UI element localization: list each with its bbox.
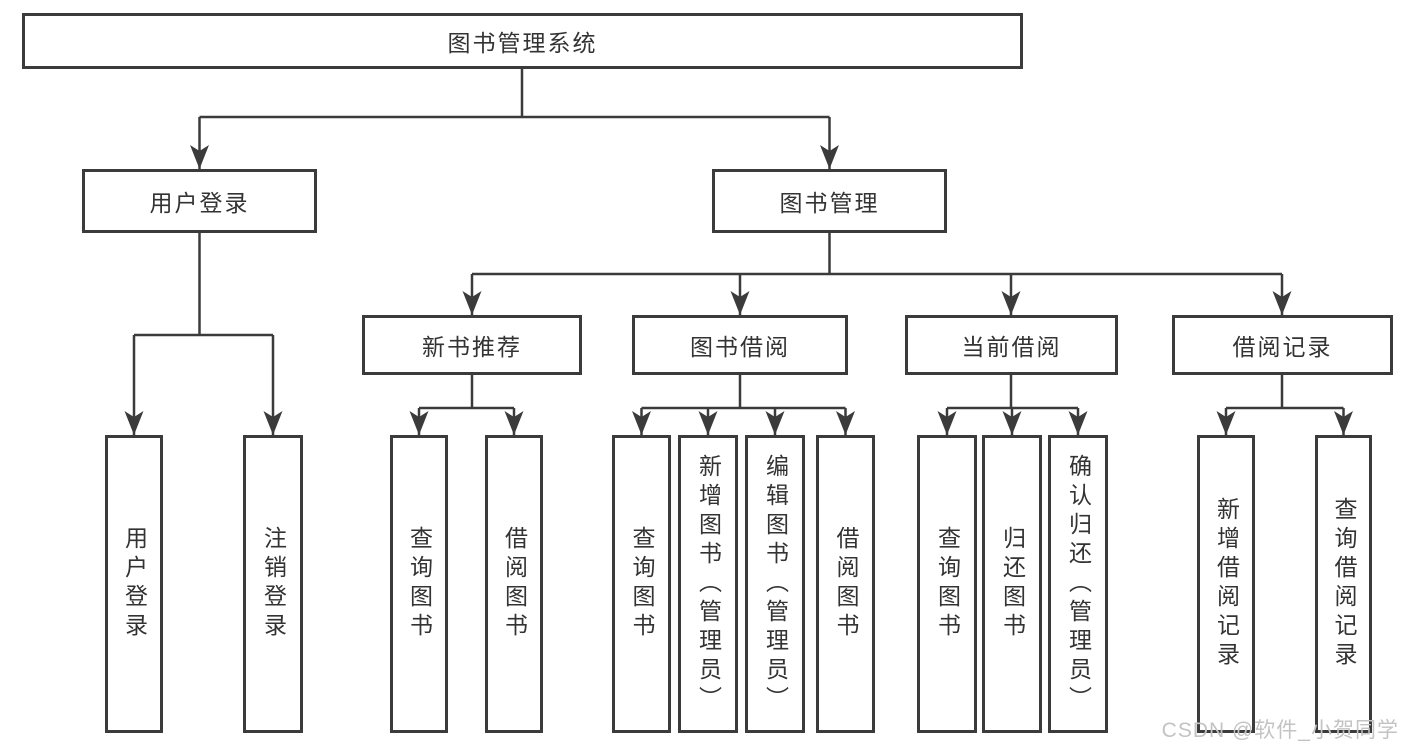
leaf-query-books: 查询图书 <box>917 435 977 733</box>
leaf-confirm-return-admin: 确认归还（管理员） <box>1048 435 1108 733</box>
leaf-add-borrow-record: 新增借阅记录 <box>1197 435 1255 733</box>
leaf-borrow-books: 借阅图书 <box>485 435 543 733</box>
leaf-edit-book-admin: 编辑图书（管理员） <box>745 435 805 733</box>
node-new-book-recommendation: 新书推荐 <box>362 315 582 375</box>
leaf-borrow-books: 借阅图书 <box>816 435 875 733</box>
leaf-return-books: 归还图书 <box>982 435 1042 733</box>
leaf-query-books: 查询图书 <box>390 435 448 733</box>
leaf-query-borrow-record: 查询借阅记录 <box>1315 435 1372 733</box>
node-book-management: 图书管理 <box>712 169 947 233</box>
node-user-login: 用户登录 <box>82 169 317 233</box>
node-book-borrowing: 图书借阅 <box>632 315 848 375</box>
leaf-add-book-admin: 新增图书（管理员） <box>678 435 738 733</box>
leaf-user-login: 用户登录 <box>105 435 163 733</box>
node-library-management-system: 图书管理系统 <box>22 13 1023 69</box>
leaf-logout: 注销登录 <box>243 435 303 733</box>
node-borrowing-records: 借阅记录 <box>1172 315 1393 375</box>
leaf-query-books: 查询图书 <box>612 435 671 733</box>
csdn-watermark: CSDN @软件_小贺同学 <box>1161 719 1399 742</box>
node-current-borrowing: 当前借阅 <box>905 315 1118 375</box>
